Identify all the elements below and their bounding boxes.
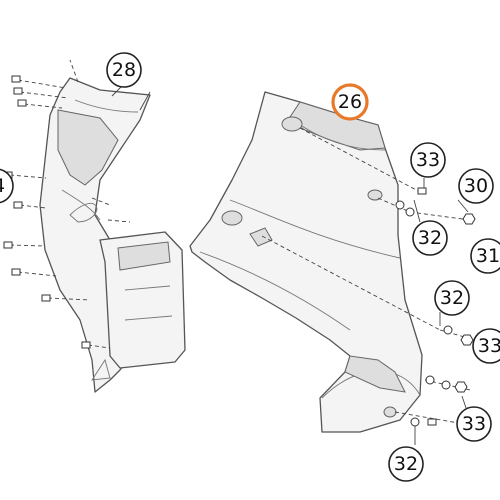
washer-icon — [441, 380, 451, 390]
bolt-icon — [81, 341, 91, 349]
svg-text:28: 28 — [112, 59, 136, 81]
bolt-icon — [11, 268, 21, 276]
left-fairing-assembly — [39, 77, 186, 393]
callout-30: 30 — [458, 168, 494, 204]
svg-text:4: 4 — [0, 175, 5, 197]
svg-text:32: 32 — [418, 227, 442, 249]
side-panel-26 — [189, 91, 423, 433]
nut-icon — [460, 334, 474, 346]
bolt-icon — [13, 201, 23, 209]
svg-text:32: 32 — [394, 453, 418, 475]
bolt-icon — [3, 241, 13, 249]
washer-icon — [410, 417, 420, 427]
svg-text:33: 33 — [462, 413, 486, 435]
svg-text:31: 31 — [476, 245, 500, 267]
callout-26: 26 — [331, 83, 369, 121]
callout-32-bottom: 32 — [388, 446, 424, 482]
callout-31: 31 — [470, 238, 500, 274]
nut-icon — [462, 213, 476, 225]
left-fasteners — [3, 59, 151, 349]
bolt-icon — [13, 87, 23, 95]
bolt-icon — [427, 418, 437, 426]
svg-text:30: 30 — [464, 175, 488, 197]
bolt-icon — [41, 294, 51, 302]
bolt-icon — [17, 99, 27, 107]
callout-28: 28 — [106, 52, 142, 88]
callouts: 28 4 26 33 30 32 31 32 — [0, 52, 500, 482]
callout-33-top: 33 — [410, 142, 446, 178]
callout-33-bottom: 33 — [456, 406, 492, 442]
callout-33-middle: 33 — [472, 328, 500, 364]
callout-32-top: 32 — [412, 220, 448, 256]
svg-text:32: 32 — [440, 287, 464, 309]
bolt-icon — [417, 187, 427, 195]
washer-icon — [405, 207, 415, 217]
bolt-icon — [11, 75, 21, 83]
svg-text:33: 33 — [478, 335, 500, 357]
washer-icon — [443, 325, 453, 335]
washer-icon — [395, 200, 405, 210]
svg-text:26: 26 — [338, 91, 362, 113]
svg-text:33: 33 — [416, 149, 440, 171]
washer-icon — [425, 375, 435, 385]
callout-32-middle: 32 — [434, 280, 470, 316]
right-fasteners — [261, 127, 476, 445]
nut-icon — [454, 381, 468, 393]
callout-4: 4 — [0, 168, 14, 204]
